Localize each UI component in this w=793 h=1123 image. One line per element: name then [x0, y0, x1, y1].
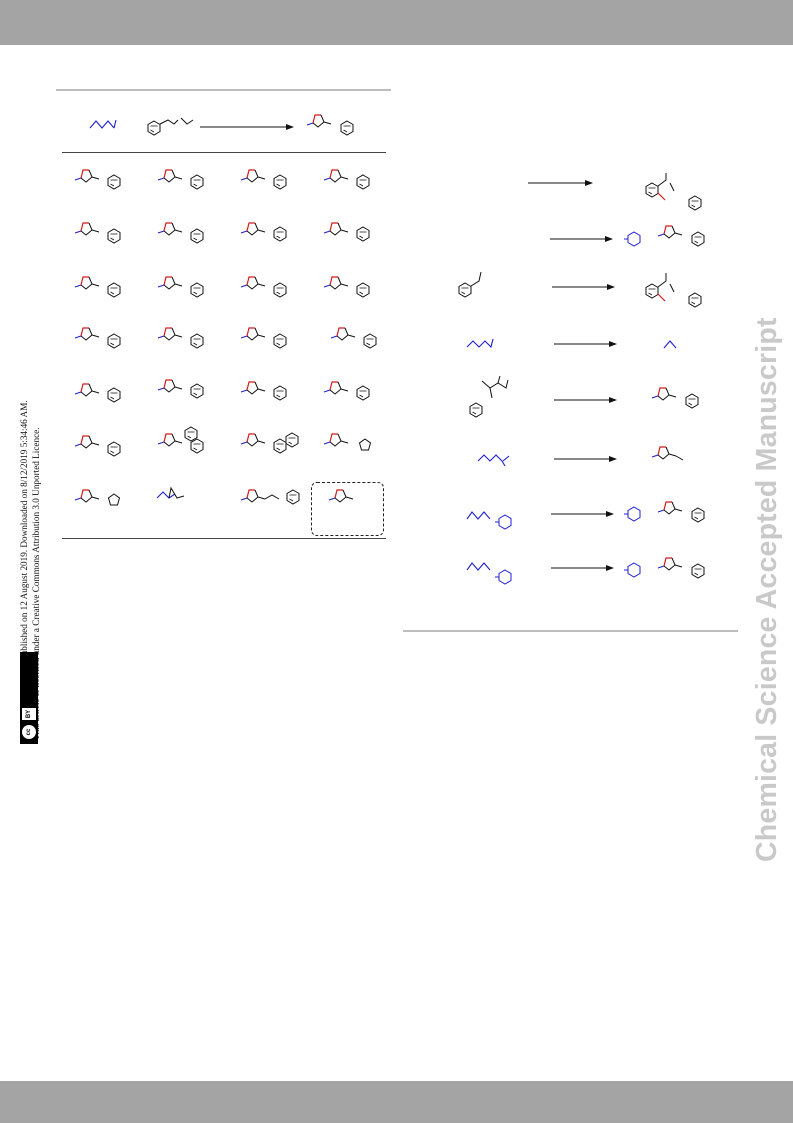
table-header-rule	[62, 152, 386, 153]
control-experiments	[458, 173, 705, 585]
highlighted-entry-box	[311, 482, 384, 536]
header-reactant-2	[147, 117, 194, 136]
table-top-rule	[56, 89, 391, 91]
cc-by-badge[interactable]: cc BY	[20, 652, 38, 744]
footer-bar	[0, 1081, 793, 1123]
product-grid	[74, 169, 377, 506]
header-bar	[0, 0, 793, 45]
table-bottom-rule	[62, 538, 386, 539]
header-product	[306, 114, 354, 136]
header-reactant-1	[89, 119, 117, 129]
scheme-bottom-rule	[403, 630, 738, 632]
